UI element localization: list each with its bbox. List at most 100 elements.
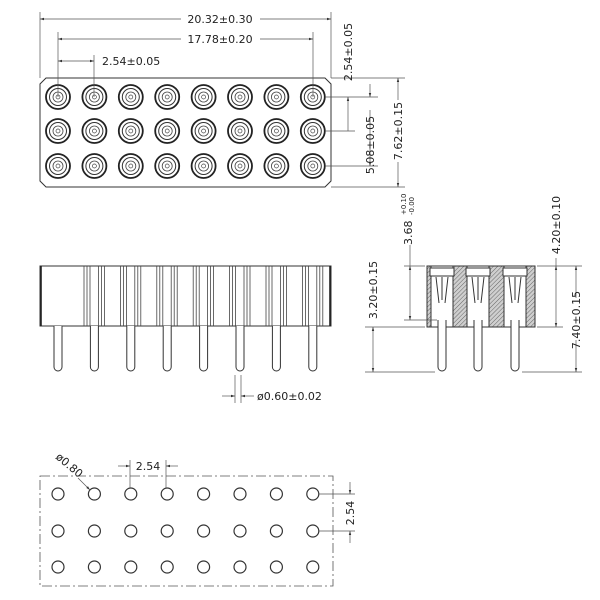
- socket-contact-ring: [125, 91, 137, 103]
- pin: [53, 326, 63, 372]
- footprint-hole: [124, 487, 138, 501]
- socket-outer-ring: [227, 118, 253, 144]
- pin: [271, 326, 281, 372]
- side-view-pins: [53, 326, 318, 372]
- socket-outer-ring: [299, 118, 326, 144]
- socket-inner-ring: [158, 157, 177, 175]
- socket-inner-ring: [303, 157, 322, 175]
- footprint-hole: [233, 487, 247, 501]
- footprint-hole: [51, 560, 65, 574]
- dim-socket-depth-tol-minus: -0.00: [408, 197, 416, 215]
- socket: [227, 118, 253, 144]
- socket-center: [92, 163, 97, 169]
- socket-center: [237, 94, 243, 100]
- side-view: ø0.60±0.02: [39, 265, 332, 403]
- footprint-hole: [269, 560, 283, 574]
- dim-pitch-y: 2.54: [344, 501, 357, 526]
- socket-contact-ring: [234, 160, 246, 172]
- socket: [81, 84, 108, 110]
- footprint-hole: [160, 487, 174, 501]
- socket-outer-ring: [154, 153, 181, 179]
- socket-outer-ring: [154, 118, 181, 144]
- footprint-hole: [124, 560, 138, 574]
- socket-outer-ring: [190, 118, 217, 144]
- socket-contact-ring: [270, 91, 282, 103]
- dim-pin-length: 3.20±0.15: [367, 261, 380, 319]
- socket-center: [128, 163, 134, 169]
- socket: [263, 84, 290, 110]
- socket-contact-ring: [307, 160, 319, 172]
- dim-pin-diameter: ø0.60±0.02: [257, 390, 322, 403]
- socket-contact-ring: [270, 125, 282, 137]
- socket-outer-ring: [81, 84, 108, 110]
- socket-contact-ring: [161, 160, 173, 172]
- socket-center: [92, 128, 97, 134]
- pcb-footprint: ø0.80 2.54 2.54: [39, 450, 357, 587]
- footprint-hole: [51, 524, 65, 538]
- socket-center: [310, 128, 316, 134]
- footprint-hole: [233, 560, 247, 574]
- dim-pitch: 2.54±0.05: [102, 55, 160, 68]
- socket: [154, 153, 181, 179]
- socket-outer-ring: [154, 84, 181, 110]
- socket-outer-ring: [117, 153, 144, 179]
- pin: [510, 320, 520, 372]
- socket-contact-ring: [270, 160, 282, 172]
- dim-two-row-span: 5.08±0.05: [364, 116, 377, 174]
- footprint-holes: [51, 487, 320, 574]
- socket-inner-ring: [121, 122, 140, 140]
- socket-contact-ring: [89, 160, 100, 172]
- dim-body-height: 4.20±0.10: [550, 196, 563, 254]
- pin: [199, 326, 209, 372]
- footprint-hole: [87, 524, 102, 538]
- socket-outer-ring: [190, 153, 217, 179]
- end-view-contacts: [429, 265, 528, 372]
- side-view-contact-lines: [83, 266, 324, 326]
- socket-inner-ring: [158, 122, 177, 140]
- socket-contact-ring: [198, 91, 210, 103]
- footprint-hole: [269, 487, 283, 501]
- hole-diameter-leader: [77, 477, 91, 491]
- socket-inner-ring: [194, 157, 213, 175]
- socket-center: [201, 94, 206, 100]
- dim-pin-span: 17.78±0.20: [187, 33, 252, 46]
- socket-inner-ring: [85, 157, 104, 175]
- socket-inner-ring: [231, 88, 249, 106]
- dim-row-pitch: 2.54±0.05: [342, 23, 355, 81]
- socket-contact-ring: [89, 125, 100, 137]
- dim-hole-diameter: ø0.80: [53, 450, 85, 480]
- pin: [126, 326, 136, 372]
- socket: [227, 84, 253, 110]
- socket-inner-ring: [85, 88, 104, 106]
- dim-socket-depth-tol-plus: +0.10: [400, 194, 408, 215]
- socket-outer-ring: [45, 118, 71, 144]
- socket-outer-ring: [263, 84, 290, 110]
- socket: [190, 84, 217, 110]
- socket: [117, 118, 144, 144]
- footprint-hole: [87, 560, 102, 574]
- socket-inner-ring: [158, 88, 177, 106]
- socket-center: [128, 128, 134, 134]
- socket-outer-ring: [45, 153, 71, 179]
- socket-center: [164, 94, 170, 100]
- socket: [263, 118, 290, 144]
- socket-contact-ring: [307, 125, 319, 137]
- footprint-hole: [51, 487, 65, 501]
- socket-contact-ring: [125, 160, 137, 172]
- socket-center: [164, 128, 170, 134]
- dim-socket-depth: 3.68: [402, 221, 415, 246]
- footprint-hole: [87, 487, 102, 501]
- socket-outer-ring: [117, 84, 144, 110]
- socket-center: [55, 128, 61, 134]
- contact-spring: [435, 276, 449, 304]
- top-view-sockets: [45, 84, 326, 179]
- socket-center: [201, 163, 206, 169]
- footprint-hole: [269, 524, 283, 538]
- contact-collar: [502, 267, 528, 277]
- socket-contact-ring: [161, 125, 173, 137]
- socket-inner-ring: [85, 122, 104, 140]
- socket-inner-ring: [194, 88, 213, 106]
- socket-center: [201, 128, 206, 134]
- contact-spring: [471, 276, 485, 304]
